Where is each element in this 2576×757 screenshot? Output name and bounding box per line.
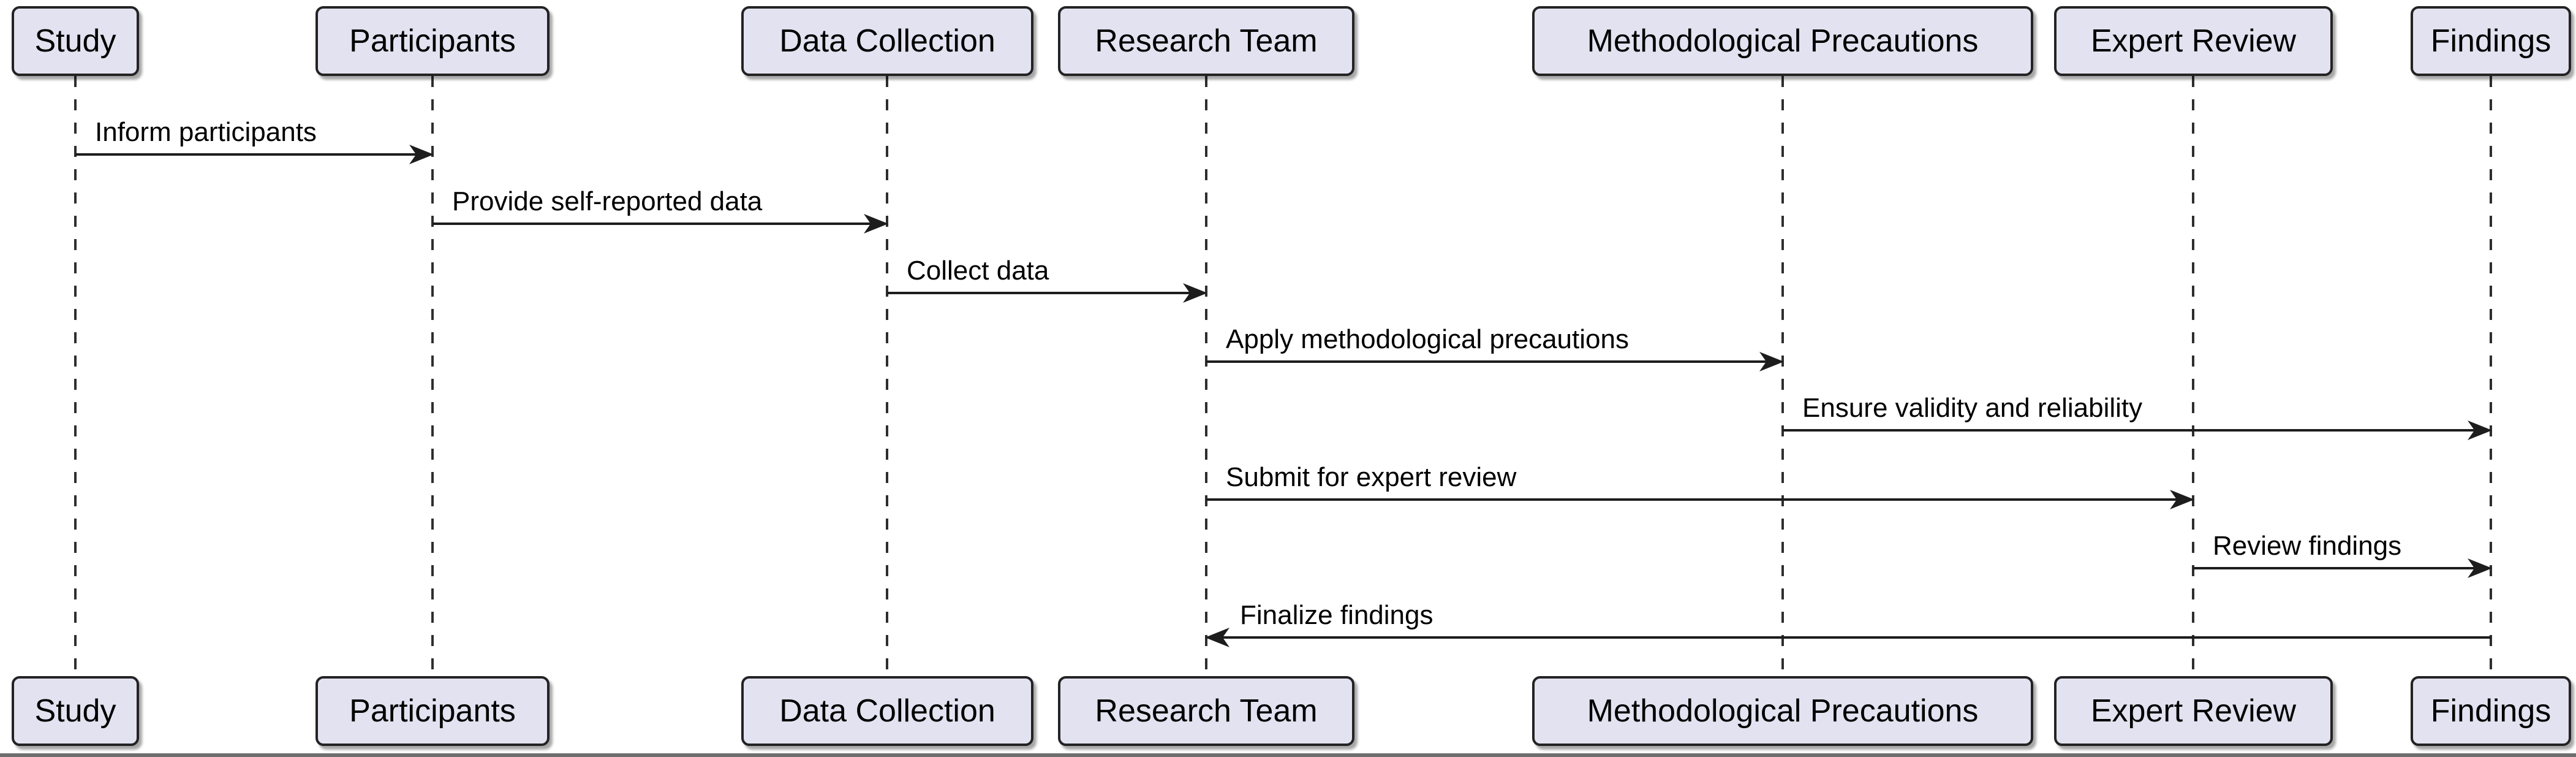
message-apply-methodological-precautions: Apply methodological precautions <box>1206 324 1784 371</box>
message-submit-for-expert-review: Submit for expert review <box>1206 462 2194 509</box>
actor-label: Research Team <box>1095 23 1318 59</box>
message-provide-self-reported-data: Provide self-reported data <box>432 186 888 234</box>
actor-top-expert-review: Expert Review <box>2054 6 2333 76</box>
bottom-edge-bar <box>0 753 2576 757</box>
message-line <box>1206 498 2180 501</box>
actor-top-data-collection: Data Collection <box>741 6 1033 76</box>
message-review-findings: Review findings <box>2193 530 2492 578</box>
actor-label: Study <box>34 23 116 59</box>
actor-label: Methodological Precautions <box>1587 23 1979 59</box>
lifeline-methodological-precautions <box>1781 76 1784 676</box>
message-collect-data: Collect data <box>887 255 1207 303</box>
message-line <box>1206 360 1769 363</box>
message-line <box>75 153 419 156</box>
actor-top-methodological-precautions: Methodological Precautions <box>1532 6 2033 76</box>
message-label: Submit for expert review <box>1226 462 1517 492</box>
message-label: Finalize findings <box>1240 599 1433 630</box>
actor-bottom-data-collection: Data Collection <box>741 676 1033 746</box>
actor-label: Participants <box>349 23 516 59</box>
actor-bottom-expert-review: Expert Review <box>2054 676 2333 746</box>
message-label: Inform participants <box>95 116 317 147</box>
actor-label: Data Collection <box>779 23 995 59</box>
actor-top-participants: Participants <box>315 6 550 76</box>
message-line <box>432 223 874 225</box>
message-label: Review findings <box>2213 530 2402 561</box>
lifeline-participants <box>431 76 434 676</box>
actor-label: Findings <box>2430 693 2551 729</box>
message-label: Collect data <box>907 255 1049 286</box>
actor-bottom-participants: Participants <box>315 676 550 746</box>
actor-label: Expert Review <box>2090 23 2297 59</box>
actor-label: Data Collection <box>779 693 995 729</box>
actor-label: Participants <box>349 693 516 729</box>
actor-label: Study <box>34 693 116 729</box>
actor-label: Research Team <box>1095 693 1318 729</box>
actor-top-research-team: Research Team <box>1058 6 1354 76</box>
lifeline-data-collection <box>886 76 888 676</box>
message-ensure-validity-and-reliability: Ensure validity and reliability <box>1783 392 2492 440</box>
message-line <box>887 292 1193 294</box>
actor-top-findings: Findings <box>2411 6 2571 76</box>
message-label: Apply methodological precautions <box>1226 324 1629 354</box>
lifeline-study <box>74 76 77 676</box>
actor-bottom-methodological-precautions: Methodological Precautions <box>1532 676 2033 746</box>
actor-label: Expert Review <box>2090 693 2297 729</box>
message-inform-participants: Inform participants <box>75 116 434 164</box>
actor-label: Methodological Precautions <box>1587 693 1979 729</box>
lifeline-research-team <box>1205 76 1207 676</box>
lifeline-expert-review <box>2192 76 2194 676</box>
message-line <box>1220 636 2491 639</box>
actor-top-study: Study <box>12 6 139 76</box>
message-line <box>1783 429 2477 432</box>
actor-bottom-research-team: Research Team <box>1058 676 1354 746</box>
actor-bottom-findings: Findings <box>2411 676 2571 746</box>
message-label: Ensure validity and reliability <box>1802 392 2143 423</box>
actor-bottom-study: Study <box>12 676 139 746</box>
message-label: Provide self-reported data <box>452 186 763 216</box>
message-finalize-findings: Finalize findings <box>1205 599 2491 647</box>
lifeline-findings <box>2490 76 2492 676</box>
message-line <box>2193 567 2477 569</box>
actor-label: Findings <box>2430 23 2551 59</box>
